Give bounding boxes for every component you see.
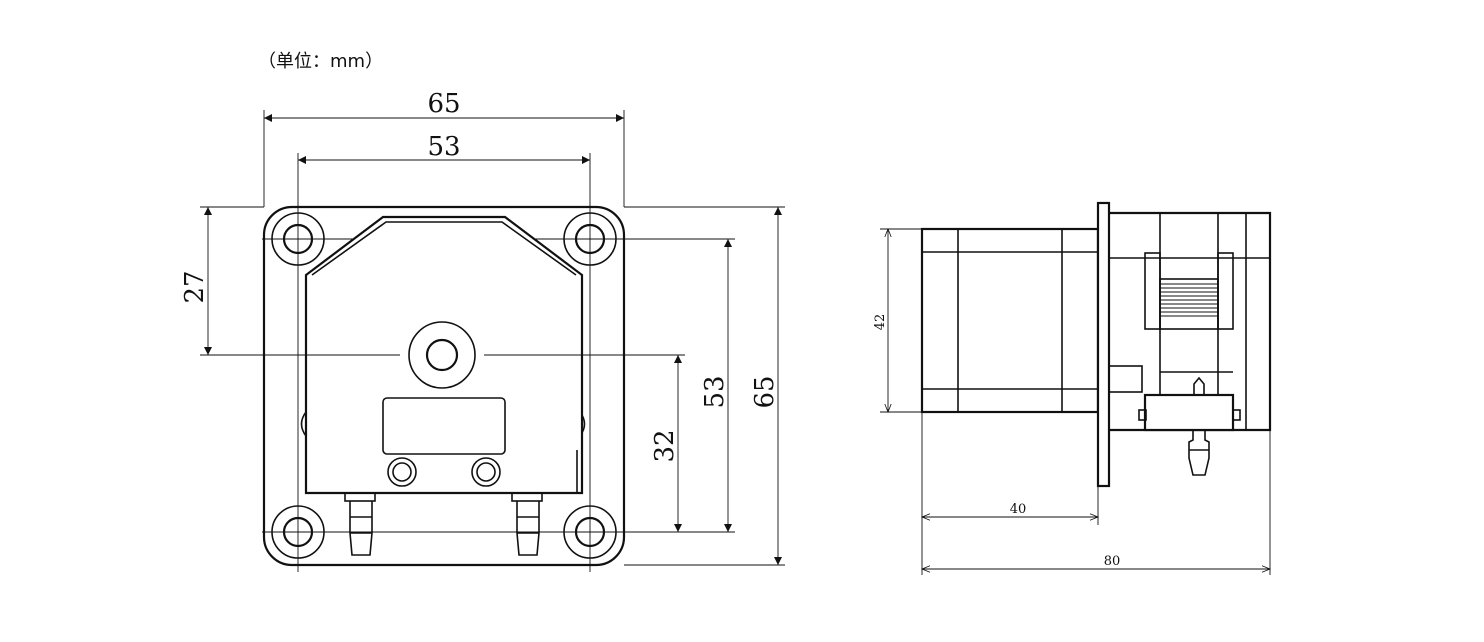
hose-barb-left bbox=[344, 492, 376, 556]
dim-width-overall: 65 bbox=[427, 89, 460, 119]
pump-head-housing bbox=[304, 215, 584, 495]
hose-barb-side bbox=[1188, 430, 1210, 476]
tube-window bbox=[382, 397, 506, 455]
dim-overall-length: 80 bbox=[1104, 554, 1121, 569]
rotor-shaft bbox=[408, 321, 476, 389]
front-view: 65 53 27 32 53 65 bbox=[180, 89, 785, 572]
dim-hole-spacing-vertical: 53 bbox=[700, 375, 730, 408]
extension-lines bbox=[200, 110, 785, 566]
dim-motor-length: 40 bbox=[1010, 502, 1027, 517]
mounting-hole-bottom-right bbox=[563, 505, 617, 559]
mounting-plate bbox=[262, 205, 626, 567]
dim-top-to-shaft: 27 bbox=[180, 270, 210, 303]
mounting-hole-top-left bbox=[271, 212, 325, 266]
dim-hole-spacing-horizontal: 53 bbox=[427, 132, 460, 162]
dimension-lines bbox=[204, 114, 782, 565]
screw-right bbox=[471, 457, 501, 487]
roller-tube bbox=[1159, 278, 1219, 330]
left-side-tab bbox=[300, 411, 307, 437]
dim-height-overall: 65 bbox=[750, 375, 780, 408]
side-dimension-lines bbox=[884, 227, 1272, 573]
dim-shaft-to-hole: 32 bbox=[650, 429, 680, 462]
mounting-hole-bottom-left bbox=[271, 505, 325, 559]
unit-label: （单位：mm） bbox=[258, 51, 384, 72]
tube-clamp bbox=[1138, 376, 1241, 432]
hose-barb-right bbox=[511, 492, 543, 556]
dim-motor-height: 42 bbox=[873, 314, 888, 331]
side-view: 42 40 80 bbox=[873, 201, 1272, 575]
screw-left bbox=[387, 457, 417, 487]
flange-plate bbox=[1096, 201, 1111, 488]
motor-body bbox=[920, 227, 1100, 414]
mounting-hole-top-right bbox=[563, 212, 617, 266]
